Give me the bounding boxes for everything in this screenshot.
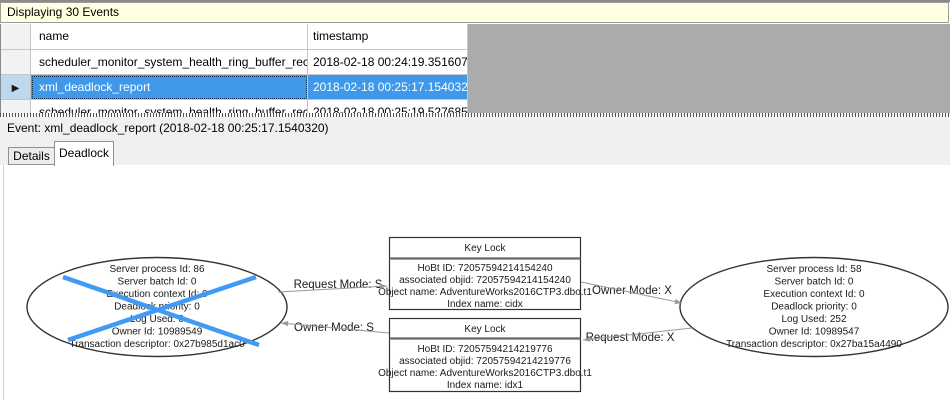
edge-request-s [277, 283, 388, 293]
resource-line: associated objid: 72057594214219776 [399, 356, 571, 367]
resource-line: Object name: AdventureWorks2016CTP3.dbo.… [378, 368, 592, 379]
resource-line: Index name: cidx [447, 299, 523, 310]
row-gutter [1, 100, 31, 113]
edge-label-request-s: Request Mode: S [294, 279, 383, 291]
process-86-line: Transaction descriptor: 0x27b985d1ac0 [69, 339, 245, 350]
edge-label-request-x: Request Mode: X [586, 332, 675, 344]
resource-line: Object name: AdventureWorks2016CTP3.dbo.… [378, 287, 592, 298]
arrowhead-icon [674, 299, 682, 305]
edge-owner-x [580, 281, 683, 305]
resource-node-keylock-cidx[interactable]: Key Lock HoBt ID: 72057594214154240 asso… [378, 236, 592, 311]
victim-cross-icon [62, 274, 260, 348]
event-count-bar: Displaying 30 Events [0, 2, 949, 23]
row-gutter: ▶ [1, 75, 31, 100]
process-58-line: Log Used: 252 [781, 314, 846, 325]
resource-title: Key Lock [464, 243, 506, 254]
process-86-line: Execution context Id: 0 [106, 289, 208, 300]
process-86-line: Owner Id: 10989549 [112, 327, 203, 338]
column-header-timestamp[interactable]: timestamp [308, 24, 468, 50]
arrowhead-icon [583, 336, 591, 342]
process-58-line: Owner Id: 10989547 [769, 327, 860, 338]
selected-event-bar: Event: xml_deadlock_report (2018-02-18 0… [0, 117, 950, 139]
event-timestamp-cell: 2018-02-18 00:25:19.5276859 [308, 100, 468, 113]
grid-header-row: name timestamp [1, 24, 950, 50]
process-58-line: Server process Id: 58 [766, 264, 861, 275]
process-58-line: Server batch Id: 0 [775, 277, 854, 288]
arrowhead-icon [379, 283, 387, 289]
event-name-cell: scheduler_monitor_system_health_ring_buf… [31, 100, 308, 113]
selected-event-text: Event: xml_deadlock_report (2018-02-18 0… [7, 121, 329, 135]
event-timestamp-cell: 2018-02-18 00:24:19.3516078 [308, 50, 468, 75]
arrowhead-icon [281, 321, 289, 327]
process-58-line: Deadlock priority: 0 [771, 302, 857, 313]
event-row-1-selected[interactable]: ▶ xml_deadlock_report 2018-02-18 00:25:1… [1, 75, 950, 100]
process-node-58[interactable]: Server process Id: 58 Server batch Id: 0… [679, 256, 949, 358]
window-top-edge [0, 0, 950, 2]
edge-request-x [582, 327, 693, 342]
resource-line: HoBt ID: 72057594214219776 [417, 344, 553, 355]
resource-line: associated objid: 72057594214154240 [399, 275, 571, 286]
pane-left-border [3, 165, 4, 400]
resource-line: HoBt ID: 72057594214154240 [417, 263, 553, 274]
event-name-cell: scheduler_monitor_system_health_ring_buf… [31, 50, 308, 75]
tab-details[interactable]: Details [8, 147, 55, 165]
process-86-line: Deadlock priority: 0 [114, 302, 200, 313]
tab-strip [0, 139, 950, 165]
edge-owner-s [280, 321, 390, 334]
process-58-line: Execution context Id: 0 [763, 289, 865, 300]
tab-deadlock[interactable]: Deadlock [54, 141, 114, 166]
resource-line: Index name: idx1 [447, 380, 524, 391]
process-58-line: Transaction descriptor: 0x27ba15a4490 [726, 339, 902, 350]
process-86-line: Log Used: 0 [130, 314, 184, 325]
pane-splitter[interactable] [0, 113, 950, 117]
grid-corner-header[interactable] [1, 24, 31, 50]
event-name-cell: xml_deadlock_report [31, 75, 308, 100]
process-86-line: Server batch Id: 0 [118, 277, 197, 288]
deadlock-graph: Server process Id: 86 Server batch Id: 0… [26, 236, 949, 393]
event-timestamp-cell: 2018-02-18 00:25:17.1540320 [308, 75, 468, 100]
resource-node-keylock-idx1[interactable]: Key Lock HoBt ID: 72057594214219776 asso… [378, 317, 592, 393]
row-gutter [1, 50, 31, 75]
resource-title: Key Lock [464, 324, 506, 335]
process-86-line: Server process Id: 86 [109, 264, 204, 275]
event-count-text: Displaying 30 Events [7, 5, 120, 19]
current-row-arrow-icon: ▶ [11, 83, 20, 94]
deadlock-graph-pane: Server process Id: 86 Server batch Id: 0… [0, 165, 950, 400]
events-grid: name timestamp scheduler_monitor_system_… [0, 24, 950, 113]
event-row-0[interactable]: scheduler_monitor_system_health_ring_buf… [1, 50, 950, 75]
column-header-name[interactable]: name [31, 24, 308, 50]
event-row-2[interactable]: scheduler_monitor_system_health_ring_buf… [1, 100, 950, 113]
